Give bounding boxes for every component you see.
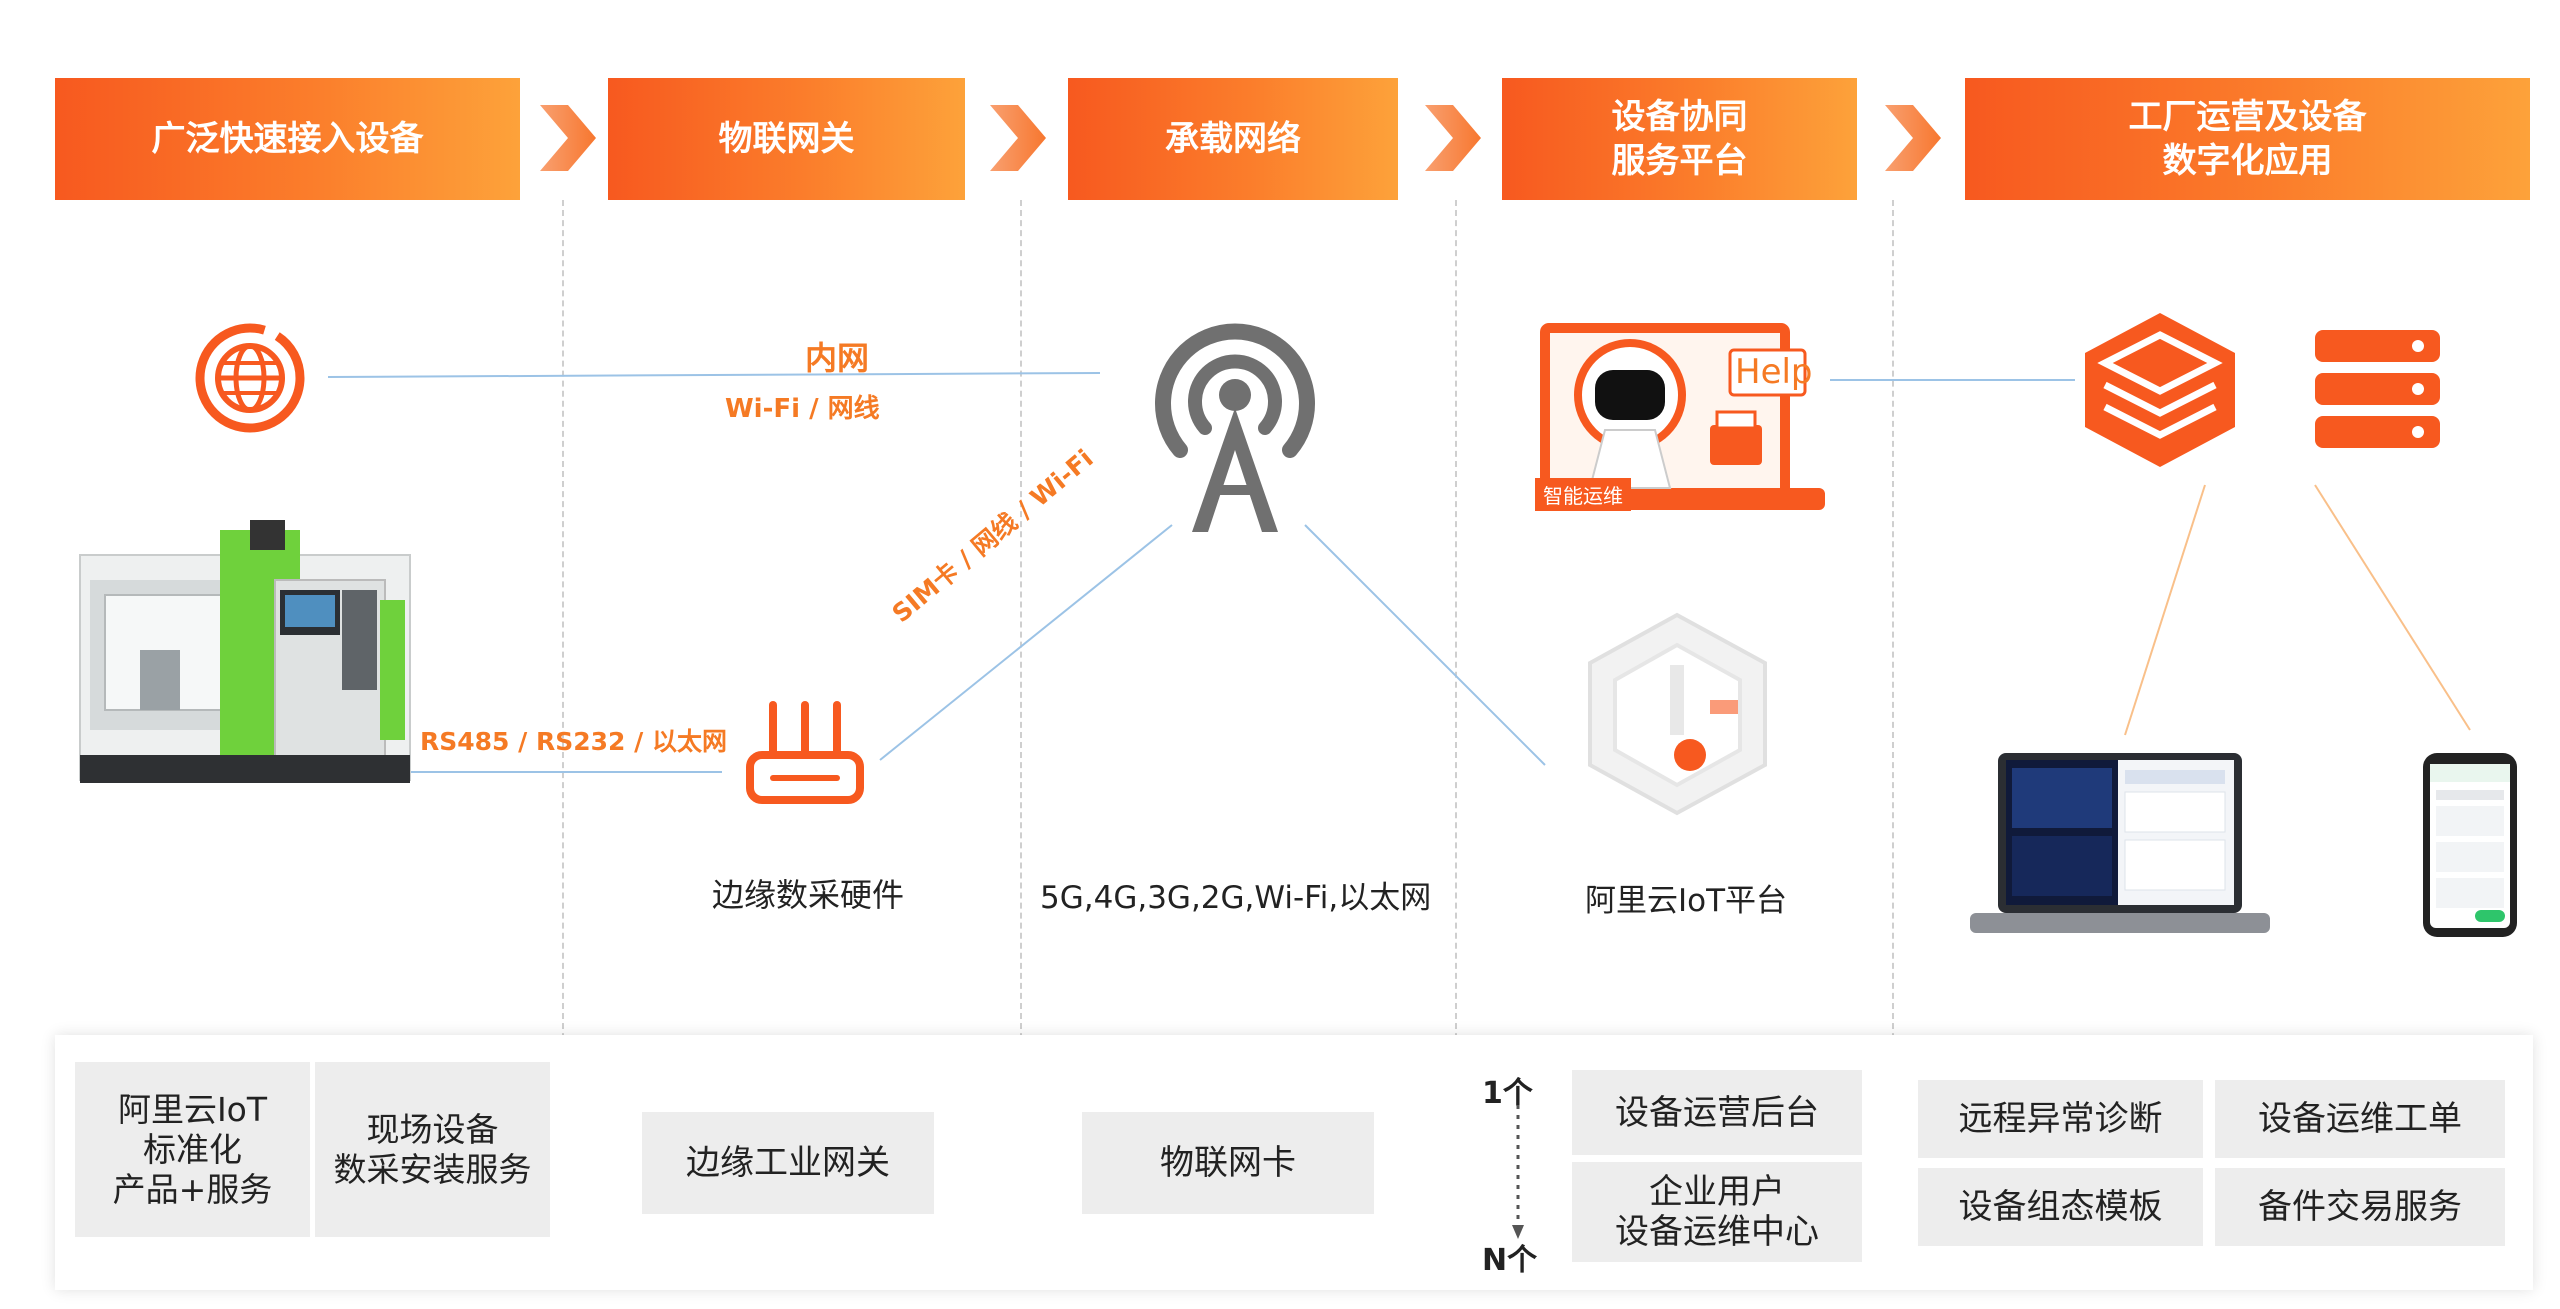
column-divider	[1892, 200, 1894, 1290]
tower-to-iot-line	[1304, 524, 1546, 766]
smart-ops-badge: 智能运维	[1535, 478, 1631, 511]
cnc-machine-image	[79, 520, 411, 783]
count-marker-bottom: N个	[1482, 1243, 1538, 1278]
count-range-dots	[1512, 1105, 1524, 1239]
intranet-line	[327, 372, 1101, 378]
serial-protocol-label: RS485 / RS232 / 以太网	[420, 727, 727, 756]
globe-icon	[195, 323, 305, 433]
onsite-install-service-box: 现场设备 数采安装服务	[315, 1062, 550, 1237]
standard-product-service-box: 阿里云IoT 标准化 产品+服务	[75, 1062, 310, 1237]
edge-hardware-label: 边缘数采硬件	[712, 876, 905, 914]
count-marker-top: 1个	[1482, 1076, 1533, 1111]
stage-carrier-network: 承载网络	[1068, 78, 1398, 200]
cloud-cube-icon	[2085, 313, 2235, 467]
enterprise-ops-center-box: 企业用户 设备运维中心	[1572, 1162, 1862, 1262]
uplink-line	[879, 524, 1173, 761]
iot-platform-logo-icon	[1588, 612, 1767, 816]
stage-collab-platform: 设备协同 服务平台	[1502, 78, 1857, 200]
stage-device-access: 广泛快速接入设备	[55, 78, 520, 200]
column-divider	[1020, 200, 1022, 1290]
remote-diagnosis-box: 远程异常诊断	[1918, 1080, 2203, 1158]
laptop-dashboard-image	[1970, 753, 2270, 933]
spare-parts-box: 备件交易服务	[2215, 1168, 2505, 1246]
help-text: Help	[1735, 352, 1813, 392]
stage-digital-apps: 工厂运营及设备 数字化应用	[1965, 78, 2530, 200]
ops-work-order-box: 设备运维工单	[2215, 1080, 2505, 1158]
server-stack-icon	[2315, 330, 2440, 448]
config-template-box: 设备组态模板	[1918, 1168, 2203, 1246]
iot-card-box: 物联网卡	[1082, 1112, 1374, 1214]
stage-iot-gateway: 物联网关	[608, 78, 965, 200]
router-icon	[746, 701, 864, 804]
column-divider	[562, 200, 564, 1290]
intranet-sub-label: Wi-Fi / 网线	[725, 394, 880, 424]
iot-platform-label: 阿里云IoT平台	[1585, 883, 1788, 919]
edge-gateway-box: 边缘工业网关	[642, 1112, 934, 1214]
device-ops-backend-box: 设备运营后台	[1572, 1070, 1862, 1155]
signal-tower-icon	[1155, 323, 1315, 532]
cloud-to-phone-line	[2314, 484, 2471, 731]
phone-app-image	[2423, 753, 2517, 937]
smart-ops-illustration	[1535, 323, 1825, 510]
cloud-to-laptop-line	[2124, 484, 2206, 736]
intranet-label: 内网	[805, 339, 870, 377]
network-types-label: 5G,4G,3G,2G,Wi-Fi,以太网	[1040, 880, 1432, 916]
column-divider	[1455, 200, 1457, 1290]
